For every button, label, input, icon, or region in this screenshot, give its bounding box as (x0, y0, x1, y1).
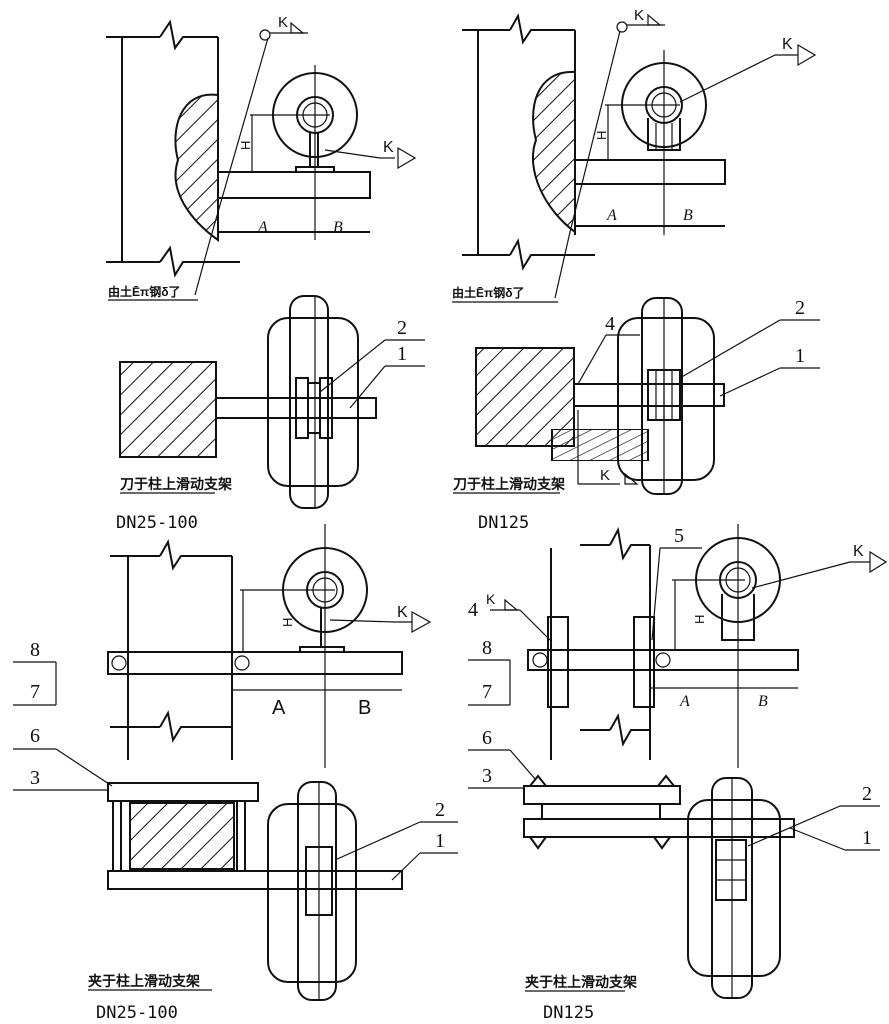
dimension-a: A (606, 207, 617, 224)
callout-1: 1 (862, 827, 872, 849)
mid-right-caption: 刀于柱上滑动支架 (453, 476, 565, 493)
weld-symbol-label: K (782, 36, 793, 53)
weld-symbol-label: K (486, 591, 496, 607)
top-left-caption: 由土Ēπ钢δ了 (108, 284, 180, 299)
callout-7: 7 (30, 681, 40, 703)
dimension-b: B (358, 697, 371, 719)
dimension-a: A (257, 219, 268, 236)
callout-3: 3 (482, 765, 492, 787)
mid-left-dn: DN25-100 (116, 513, 198, 533)
dimension-h: H (238, 141, 253, 150)
bottom-left-elevation: K H A B (107, 524, 432, 768)
callout-5: 5 (674, 525, 684, 547)
mid-right-plan: 4 2 1 K 刀于柱上滑动支架 DN125 (453, 297, 820, 533)
weld-symbol-label: K (853, 543, 864, 560)
callout-2: 2 (862, 783, 872, 805)
dimension-a: A (272, 697, 286, 719)
dimension-h: H (280, 618, 295, 627)
callout-1: 1 (795, 345, 805, 367)
concrete-column (551, 429, 649, 461)
weld-symbol-label: K (600, 467, 610, 484)
callout-8: 8 (482, 637, 492, 659)
weld-symbol-label: K (397, 604, 408, 621)
callout-1: 1 (435, 830, 445, 852)
callout-2: 2 (795, 297, 805, 319)
callout-6: 6 (482, 727, 492, 749)
bottom-left-caption: 夹于柱上滑动支架 (88, 973, 200, 990)
bottom-right-dn: DN125 (543, 1003, 594, 1023)
callout-2: 2 (435, 799, 445, 821)
top-right-elevation: K K A B H 由土Ēπ钢δ了 (452, 7, 817, 303)
mid-left-caption: 刀于柱上滑动支架 (120, 476, 232, 493)
bottom-right-plan: 2 1 8 7 6 3 夹于柱上滑动支架 DN125 (468, 429, 880, 1023)
bottom-left-dn: DN25-100 (96, 1003, 178, 1023)
dimension-b: B (683, 207, 693, 224)
callout-3: 3 (30, 767, 40, 789)
bottom-right-elevation: K 5 4 K H A B (468, 524, 888, 768)
concrete-column (119, 361, 217, 458)
mid-right-dn: DN125 (478, 513, 529, 533)
concrete-wall-section (174, 93, 219, 242)
concrete-wall-section (531, 70, 576, 234)
top-right-caption: 由土Ēπ钢δ了 (452, 285, 524, 300)
bottom-right-caption: 夹于柱上滑动支架 (525, 974, 637, 991)
callout-7: 7 (482, 681, 492, 703)
mid-left-plan: 2 1 刀于柱上滑动支架 DN25-100 (116, 295, 425, 533)
callout-1: 1 (397, 343, 407, 365)
weld-symbol-label: K (278, 14, 288, 31)
dimension-a: A (679, 693, 690, 710)
concrete-column (129, 802, 235, 870)
weld-symbol-label: K (383, 139, 394, 156)
callout-6: 6 (30, 725, 40, 747)
dimension-h: H (594, 131, 609, 140)
dimension-b: B (758, 693, 768, 710)
callout-4: 4 (605, 313, 615, 335)
callout-8: 8 (30, 639, 40, 661)
dimension-h: H (692, 615, 707, 624)
callout-4: 4 (468, 599, 478, 621)
bottom-left-plan: 2 1 8 7 6 3 夹于柱上滑动支架 DN25-100 (13, 639, 458, 1023)
callout-2: 2 (397, 317, 407, 339)
weld-symbol-label: K (634, 7, 644, 24)
dimension-b: B (333, 219, 343, 236)
top-left-elevation: K K A B H 由土Ēπ钢δ了 (106, 14, 417, 301)
